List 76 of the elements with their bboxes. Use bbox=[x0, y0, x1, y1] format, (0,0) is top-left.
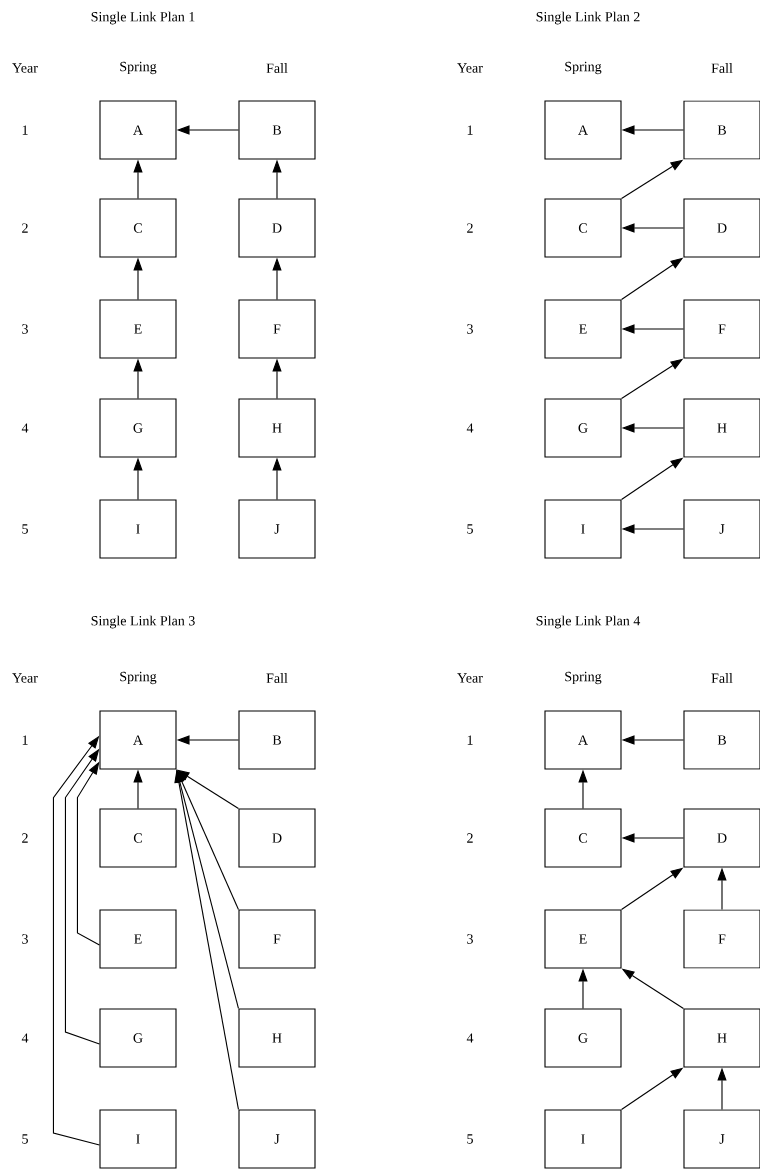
letter-box: H bbox=[238, 398, 316, 458]
year-number: 2 bbox=[467, 833, 473, 843]
year-number: 3 bbox=[467, 934, 473, 944]
column-header: Fall bbox=[266, 673, 288, 683]
letter-box: F bbox=[683, 909, 760, 969]
letter-box: J bbox=[683, 499, 760, 559]
letter-box: C bbox=[99, 808, 177, 868]
letter-box: E bbox=[544, 909, 622, 969]
year-number: 5 bbox=[467, 1134, 473, 1144]
column-header: Fall bbox=[266, 63, 288, 73]
column-header: Fall bbox=[711, 63, 733, 73]
panel-title: Single Link Plan 4 bbox=[536, 615, 641, 629]
letter-box: A bbox=[544, 100, 622, 160]
letter-box: J bbox=[238, 1109, 316, 1169]
year-number: 3 bbox=[22, 934, 28, 944]
letter-box: G bbox=[99, 398, 177, 458]
letter-box: C bbox=[544, 198, 622, 258]
column-header: Fall bbox=[711, 673, 733, 683]
letter-box: G bbox=[99, 1008, 177, 1068]
letter-box: B bbox=[238, 710, 316, 770]
letter-box: B bbox=[683, 710, 760, 770]
year-number: 5 bbox=[22, 524, 28, 534]
year-number: 1 bbox=[467, 125, 473, 135]
year-number: 3 bbox=[22, 324, 28, 334]
letter-box: G bbox=[544, 1008, 622, 1068]
letter-box: B bbox=[683, 100, 760, 160]
letter-box: J bbox=[683, 1109, 760, 1169]
letter-box: B bbox=[238, 100, 316, 160]
letter-box: D bbox=[683, 808, 760, 868]
letter-box: D bbox=[683, 198, 760, 258]
year-number: 2 bbox=[467, 223, 473, 233]
letter-box: C bbox=[544, 808, 622, 868]
year-number: 5 bbox=[22, 1134, 28, 1144]
column-header: Year bbox=[457, 673, 483, 683]
year-number: 1 bbox=[467, 735, 473, 745]
letter-box: D bbox=[238, 808, 316, 868]
column-header: Year bbox=[457, 63, 483, 73]
letter-box: E bbox=[99, 909, 177, 969]
year-number: 4 bbox=[466, 423, 474, 433]
letter-box: D bbox=[238, 198, 316, 258]
letter-box: H bbox=[683, 398, 760, 458]
year-number: 2 bbox=[22, 833, 28, 843]
panel-title: Single Link Plan 1 bbox=[91, 11, 195, 25]
letter-box: H bbox=[683, 1008, 760, 1068]
letter-box: I bbox=[99, 499, 177, 559]
column-header: Spring bbox=[120, 61, 157, 75]
year-number: 1 bbox=[22, 125, 28, 135]
letter-box: J bbox=[238, 499, 316, 559]
column-header: Spring bbox=[120, 671, 157, 685]
column-header: Spring bbox=[565, 61, 602, 75]
column-header: Spring bbox=[565, 671, 602, 685]
panel-title: Single Link Plan 2 bbox=[536, 11, 640, 25]
letter-box: F bbox=[683, 299, 760, 359]
letter-box: I bbox=[544, 499, 622, 559]
letter-box: H bbox=[238, 1008, 316, 1068]
year-number: 4 bbox=[466, 1033, 474, 1043]
letter-box: I bbox=[99, 1109, 177, 1169]
letter-box: I bbox=[544, 1109, 622, 1169]
letter-box: E bbox=[99, 299, 177, 359]
column-header: Year bbox=[12, 63, 38, 73]
year-number: 2 bbox=[22, 223, 28, 233]
letter-box: F bbox=[238, 299, 316, 359]
letter-box: G bbox=[544, 398, 622, 458]
letter-box: A bbox=[99, 710, 177, 770]
letter-box: A bbox=[544, 710, 622, 770]
column-header: Year bbox=[12, 673, 38, 683]
letter-box: F bbox=[238, 909, 316, 969]
panel-title: Single Link Plan 3 bbox=[91, 615, 195, 629]
year-number: 5 bbox=[467, 524, 473, 534]
letter-box: C bbox=[99, 198, 177, 258]
year-number: 4 bbox=[21, 423, 29, 433]
year-number: 1 bbox=[22, 735, 28, 745]
year-number: 3 bbox=[467, 324, 473, 334]
letter-box: E bbox=[544, 299, 622, 359]
year-number: 4 bbox=[21, 1033, 29, 1043]
letter-box: A bbox=[99, 100, 177, 160]
